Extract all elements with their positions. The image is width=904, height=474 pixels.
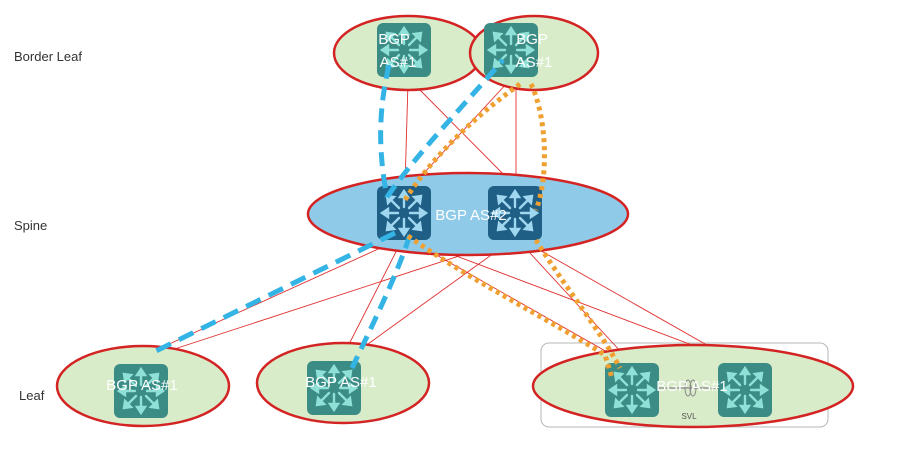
border-leaf-1-label-line2: AS#1: [380, 54, 417, 71]
leaf-3-label: BGP AS#1: [656, 378, 727, 395]
label-border-leaf: Border Leaf: [14, 49, 82, 64]
svg-text:BGP AS#1: BGP AS#1: [516, 31, 553, 71]
label-spine: Spine: [14, 218, 47, 233]
switch-icon: [603, 361, 661, 419]
link-s2-l1: [149, 239, 509, 358]
orange-path-segment: [528, 82, 547, 211]
spine-label: BGP AS#2: [435, 207, 506, 224]
link-bl1-s2: [411, 81, 516, 187]
svl-bundle-ring: [684, 379, 692, 397]
leaf-1-label: BGP AS#1: [106, 377, 177, 394]
orange-path-segment: [533, 238, 623, 370]
blue-path-segment: [349, 234, 413, 370]
blue-path-segment: [378, 64, 392, 198]
link-s1-l2: [342, 239, 403, 357]
svl-label: SVL: [681, 412, 697, 421]
blue-path-segment: [384, 58, 505, 199]
switch-icon: [375, 184, 433, 242]
link-s2-l2: [349, 239, 513, 358]
label-leaf: Leaf: [19, 388, 45, 403]
border-leaf-2-label-line1: BGP: [516, 31, 548, 48]
border-leaf-1-label-line1: BGP: [378, 31, 410, 48]
svl-bundle-ring: [689, 379, 697, 397]
leaf-2-label: BGP AS#1: [305, 374, 376, 391]
leaf-1: BGP AS#1: [55, 344, 231, 428]
border-leaf-2-label-line2: AS#1: [516, 54, 553, 71]
spine-group: BGP AS#2: [306, 171, 630, 257]
link-bl2-s1: [411, 81, 509, 187]
border-leaf-1: BGP AS#1: [332, 14, 484, 92]
blue-path-segment: [150, 230, 397, 356]
leaf-3-svl-pair: BGP AS#1 SVL: [531, 343, 855, 429]
orange-path-segment: [402, 81, 522, 202]
leaf-2: BGP AS#1: [255, 341, 431, 425]
border-leaf-2: BGP AS#1: [468, 14, 600, 92]
